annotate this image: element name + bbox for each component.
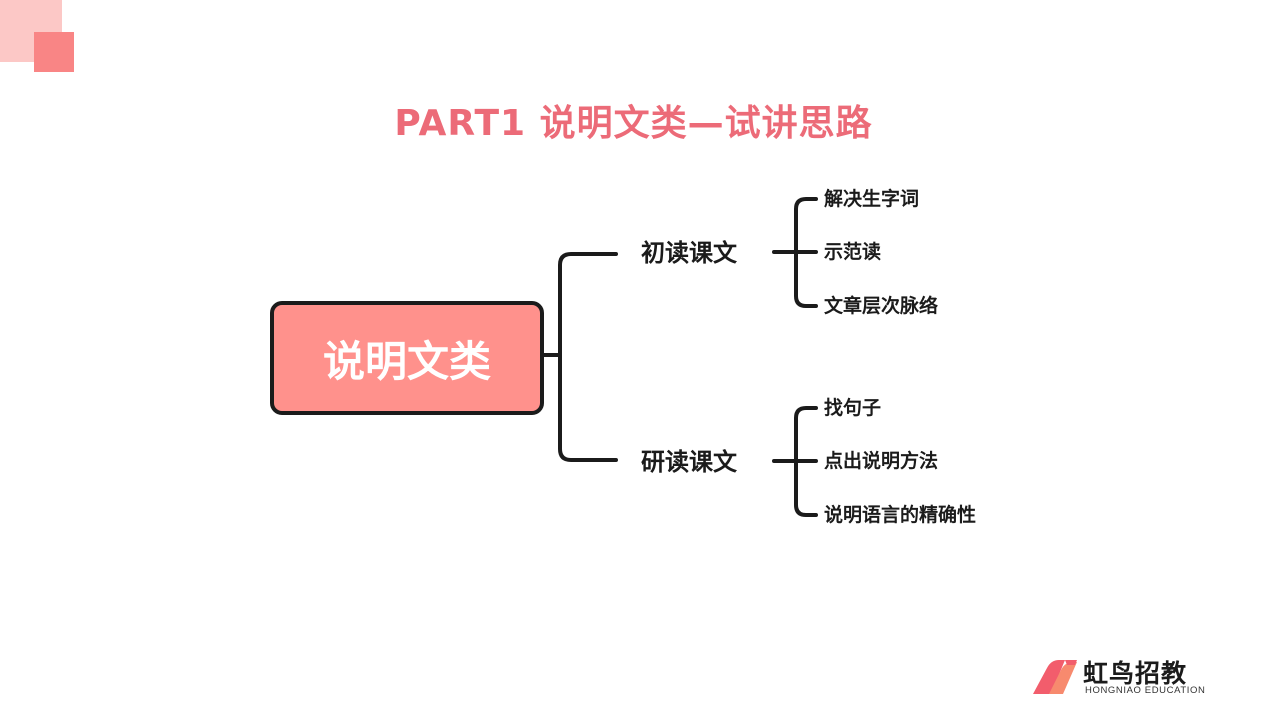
- logo-name-en: HONGNIAO EDUCATION: [1085, 685, 1206, 696]
- bracket-branch-1: [794, 197, 818, 308]
- branch-node-1: 初读课文: [641, 239, 737, 267]
- branch-node-2: 研读课文: [641, 448, 737, 476]
- logo-name-cn: 虹鸟招教: [1083, 659, 1188, 688]
- hongniao-bird-icon: [1033, 660, 1077, 694]
- leaf-node: 文章层次脉络: [824, 295, 939, 317]
- slide-title: PART1 说明文类—试讲思路: [394, 103, 873, 144]
- bracket-main: [558, 252, 618, 462]
- leaf-node: 点出说明方法: [824, 450, 939, 472]
- leaf-node: 示范读: [824, 241, 882, 263]
- bracket-branch-2: [794, 406, 818, 517]
- leaf-node: 解决生字词: [824, 188, 920, 210]
- leaf-node: 说明语言的精确性: [824, 504, 977, 526]
- root-node: 说明文类: [270, 301, 544, 415]
- leaf-node: 找句子: [824, 397, 882, 419]
- corner-decoration-front: [34, 32, 74, 72]
